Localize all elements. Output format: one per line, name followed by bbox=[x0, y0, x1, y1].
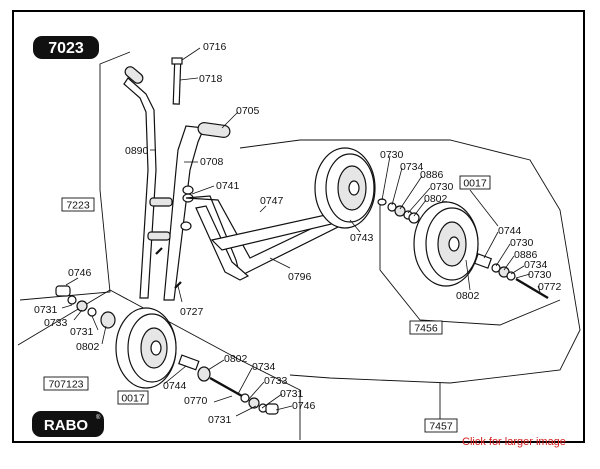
front-wheel-assembly bbox=[55, 285, 279, 415]
label-0716: 0716 bbox=[203, 41, 227, 53]
model-number: 7023 bbox=[48, 40, 84, 57]
handlebar-column bbox=[123, 57, 231, 301]
assembly-0017-front: 0017 bbox=[121, 393, 145, 405]
label-0731-front-left-a: 0731 bbox=[34, 304, 58, 316]
label-0734-front: 0734 bbox=[252, 361, 276, 373]
label-0746-front-right: 0746 bbox=[292, 400, 316, 412]
label-0886-rear-a: 0886 bbox=[420, 169, 444, 181]
label-0730-rear-b: 0730 bbox=[430, 181, 454, 193]
label-0708: 0708 bbox=[200, 156, 224, 168]
label-0744-rear: 0744 bbox=[498, 225, 522, 237]
label-0802-rear-a: 0802 bbox=[424, 193, 448, 205]
diagram-frame bbox=[12, 10, 585, 443]
label-0730-rear-c: 0730 bbox=[510, 237, 534, 249]
assembly-7456: 7456 bbox=[414, 323, 438, 335]
label-0743: 0743 bbox=[350, 232, 374, 244]
assembly-labels: 7223 707123 0017 0017 7456 7457 bbox=[43, 175, 491, 433]
assembly-0017-rear: 0017 bbox=[463, 178, 487, 190]
rear-wheel-inner bbox=[314, 147, 376, 229]
label-0770: 0770 bbox=[184, 395, 208, 407]
label-0886-rear-b: 0886 bbox=[514, 249, 538, 261]
label-0734-rear-b: 0734 bbox=[524, 259, 548, 271]
label-0731-front-right-a: 0731 bbox=[280, 388, 304, 400]
label-0890: 0890 bbox=[125, 145, 149, 157]
part-labels: 0716 0718 0705 0890 0708 0741 0747 0743 … bbox=[34, 41, 562, 426]
label-0744-front: 0744 bbox=[163, 380, 187, 392]
leader-lines bbox=[61, 47, 541, 417]
assembly-7223: 7223 bbox=[66, 200, 90, 212]
rear-wheel-assembly bbox=[377, 198, 549, 300]
main-frame bbox=[185, 195, 349, 281]
brand-name: RABO bbox=[44, 417, 88, 434]
label-0733-front-left: 0733 bbox=[44, 317, 68, 329]
label-0747: 0747 bbox=[260, 195, 284, 207]
label-0796: 0796 bbox=[288, 271, 312, 283]
model-badge: 7023 bbox=[33, 36, 99, 59]
label-0730-rear-d: 0730 bbox=[528, 269, 552, 281]
label-0741: 0741 bbox=[216, 180, 240, 192]
assembly-707123: 707123 bbox=[48, 379, 83, 391]
enlarge-image-link[interactable]: Click for larger image bbox=[462, 436, 566, 448]
label-0772: 0772 bbox=[538, 281, 562, 293]
brand-logo: RABO ® bbox=[32, 411, 104, 437]
label-0802-front-right: 0802 bbox=[224, 353, 248, 365]
label-0731-front-left-b: 0731 bbox=[70, 326, 94, 338]
label-0802-rear-b: 0802 bbox=[456, 290, 480, 302]
label-0730-rear-a: 0730 bbox=[380, 149, 404, 161]
svg-text:®: ® bbox=[96, 414, 101, 421]
label-0802-front-left: 0802 bbox=[76, 341, 100, 353]
label-0731-front-right-b: 0731 bbox=[208, 414, 232, 426]
label-0733-front-right: 0733 bbox=[264, 375, 288, 387]
label-0705: 0705 bbox=[236, 105, 260, 117]
label-0718: 0718 bbox=[199, 73, 223, 85]
assembly-7457: 7457 bbox=[429, 421, 453, 433]
label-0727: 0727 bbox=[180, 306, 204, 318]
label-0746-front-left: 0746 bbox=[68, 267, 92, 279]
label-0734-rear-a: 0734 bbox=[400, 161, 424, 173]
